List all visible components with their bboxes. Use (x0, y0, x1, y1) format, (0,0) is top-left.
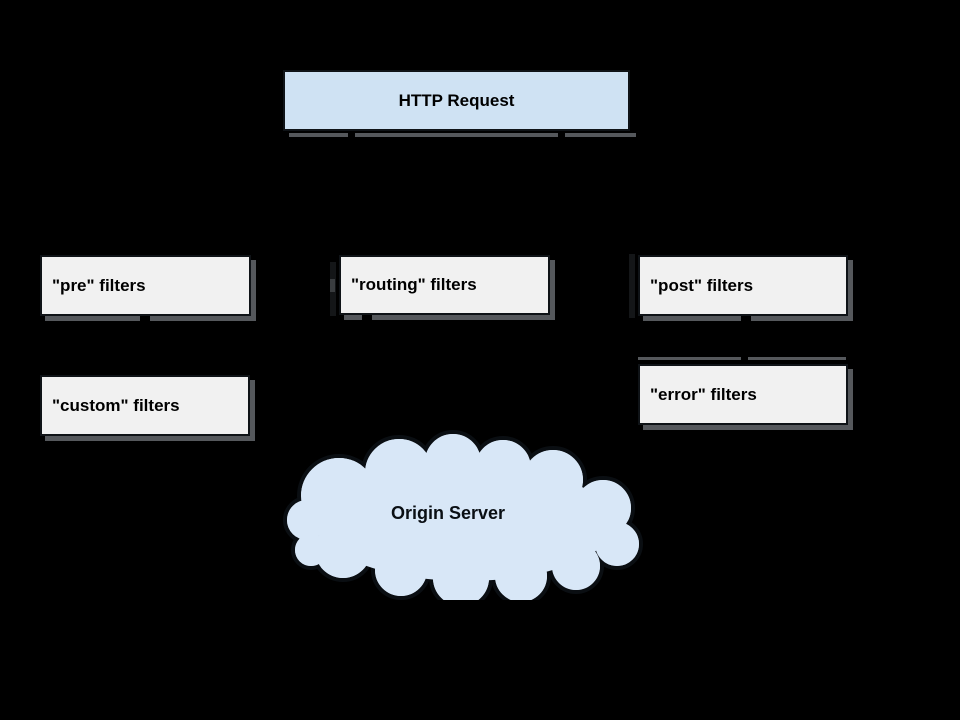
post-filters-label: "post" filters (650, 275, 754, 295)
arrow-gap (558, 131, 565, 140)
faint-arrow-notch (330, 279, 335, 292)
http-box-shadow-line (289, 133, 636, 137)
error-filters-label: "error" filters (650, 384, 757, 404)
post-filters-box: "post" filters (638, 255, 848, 316)
error-top-shadow-segment (748, 357, 846, 360)
origin-server-cloud (281, 428, 647, 610)
arrow-gap (362, 315, 372, 325)
error-filters-box: "error" filters (638, 364, 848, 425)
pre-filters-label: "pre" filters (52, 275, 146, 295)
routing-filters-label: "routing" filters (351, 275, 477, 294)
arrow-gap (140, 316, 150, 326)
arrow-gap (348, 131, 355, 140)
error-top-shadow-segment (638, 357, 741, 360)
arrow-gap (741, 316, 751, 326)
pre-filters-box: "pre" filters (40, 255, 251, 316)
cloud-shape (283, 430, 643, 610)
routing-filters-box: "routing" filters (339, 255, 550, 315)
faint-arrow-shaft (629, 254, 635, 318)
custom-filters-label: "custom" filters (52, 395, 180, 415)
custom-filters-box: "custom" filters (40, 375, 250, 436)
http-request-box: HTTP Request (283, 70, 630, 131)
origin-server-label: Origin Server (390, 503, 506, 523)
http-request-label: HTTP Request (398, 90, 515, 110)
